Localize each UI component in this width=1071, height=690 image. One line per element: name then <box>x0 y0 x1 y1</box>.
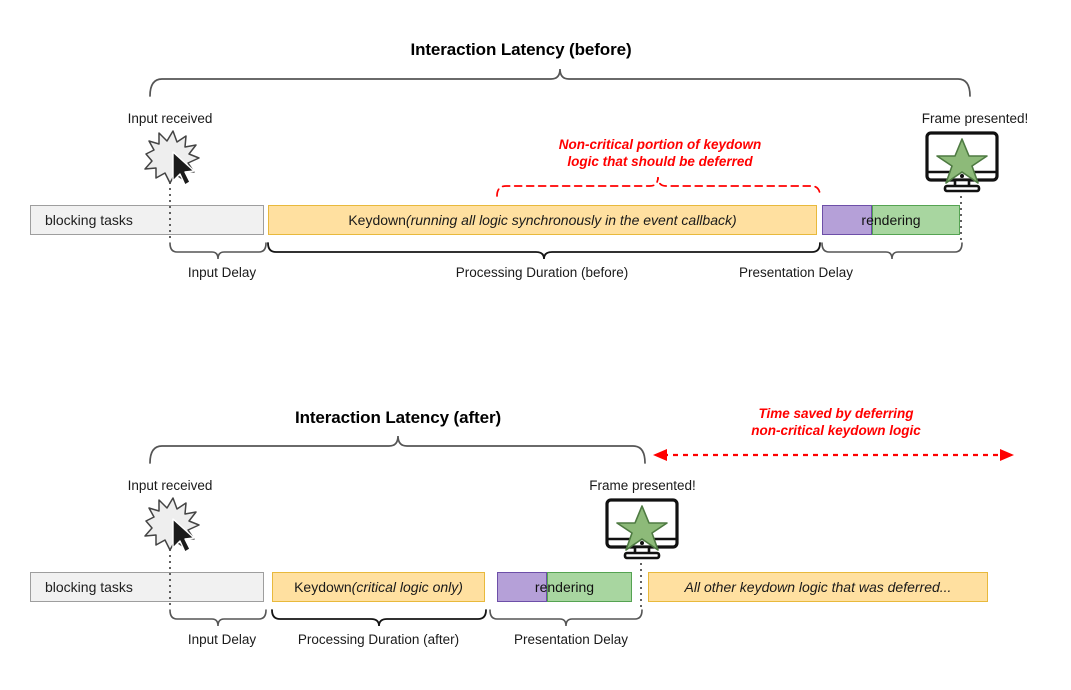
after-diagram-title: Interaction Latency (after) <box>294 408 502 427</box>
before-frame-presented-label: Frame presented! <box>921 111 1029 126</box>
before-annotation: Non-critical portion of keydown logic th… <box>460 136 860 170</box>
before-diagram-title: Interaction Latency (before) <box>410 40 632 59</box>
star-icon <box>616 505 668 551</box>
after-latency-brace <box>149 435 646 464</box>
before-phase-label-input-delay: Input Delay <box>187 265 257 280</box>
before-bar-keydown-label: Keydown <box>348 212 406 228</box>
before-deferred-portion-brace <box>496 176 821 197</box>
before-annotation-line2: logic that should be deferred <box>567 154 753 169</box>
before-phase-label-processing: Processing Duration (before) <box>455 265 629 280</box>
before-bar-blocking-tasks-label: blocking tasks <box>45 212 133 228</box>
after-bar-blocking-tasks-label: blocking tasks <box>45 579 133 595</box>
after-phase-label-presentation: Presentation Delay <box>513 632 629 647</box>
after-annotation-line2: non-critical keydown logic <box>751 423 921 438</box>
mouse-cursor-icon <box>172 151 195 186</box>
after-time-saved-arrow-head-right <box>1000 449 1014 461</box>
before-input-icon-group <box>140 130 210 188</box>
after-rendering-label: rendering <box>534 579 595 595</box>
monitor-indicator-icon <box>640 541 644 545</box>
after-bar-presentation-delay <box>497 572 547 602</box>
after-phase-label-input-delay: Input Delay <box>187 632 257 647</box>
after-processing-duration-brace <box>271 609 487 627</box>
before-bar-keydown-label-italic: (running all logic synchronously in the … <box>405 212 737 228</box>
before-latency-brace <box>149 68 971 97</box>
after-bar-keydown-label: Keydown <box>294 579 352 595</box>
after-input-received-label: Input received <box>127 478 213 493</box>
before-rendering-label: rendering <box>861 212 921 228</box>
after-bar-deferred-work: All other keydown logic that was deferre… <box>648 572 988 602</box>
before-bar-rendering <box>872 205 960 235</box>
after-bar-keydown-label-italic: (critical logic only) <box>351 579 463 595</box>
after-presentation-delay-brace <box>489 609 643 627</box>
after-bar-keydown: Keydown (critical logic only) <box>272 572 485 602</box>
after-annotation: Time saved by deferring non-critical key… <box>658 405 1014 439</box>
after-input-delay-brace <box>169 609 267 627</box>
before-input-delay-brace <box>169 242 267 260</box>
after-frame-icon-group <box>602 498 682 562</box>
before-input-received-label: Input received <box>127 111 213 126</box>
before-annotation-line1: Non-critical portion of keydown <box>558 137 762 152</box>
starburst-icon <box>144 130 200 184</box>
star-icon <box>936 138 988 184</box>
after-input-icon-group <box>140 497 210 555</box>
after-annotation-line1: Time saved by deferring <box>758 406 914 421</box>
after-time-saved-arrow-head-left <box>653 449 667 461</box>
monitor-base <box>943 184 981 193</box>
after-bar-rendering <box>547 572 632 602</box>
starburst-icon <box>144 497 200 551</box>
before-frame-icon-group <box>922 131 1002 195</box>
monitor-base <box>623 551 661 560</box>
after-bar-deferred-work-label: All other keydown logic that was deferre… <box>684 579 952 595</box>
before-bar-blocking-tasks: blocking tasks <box>30 205 264 235</box>
before-bar-keydown: Keydown (running all logic synchronously… <box>268 205 817 235</box>
after-frame-presented-label: Frame presented! <box>589 478 696 493</box>
after-phase-label-processing: Processing Duration (after) <box>297 632 460 647</box>
monitor-indicator-icon <box>960 174 964 178</box>
after-bar-blocking-tasks: blocking tasks <box>30 572 264 602</box>
before-presentation-delay-brace <box>821 242 963 260</box>
before-processing-duration-brace <box>267 242 821 260</box>
mouse-cursor-icon <box>172 518 195 553</box>
before-bar-presentation-delay <box>822 205 872 235</box>
before-phase-label-presentation: Presentation Delay <box>738 265 854 280</box>
